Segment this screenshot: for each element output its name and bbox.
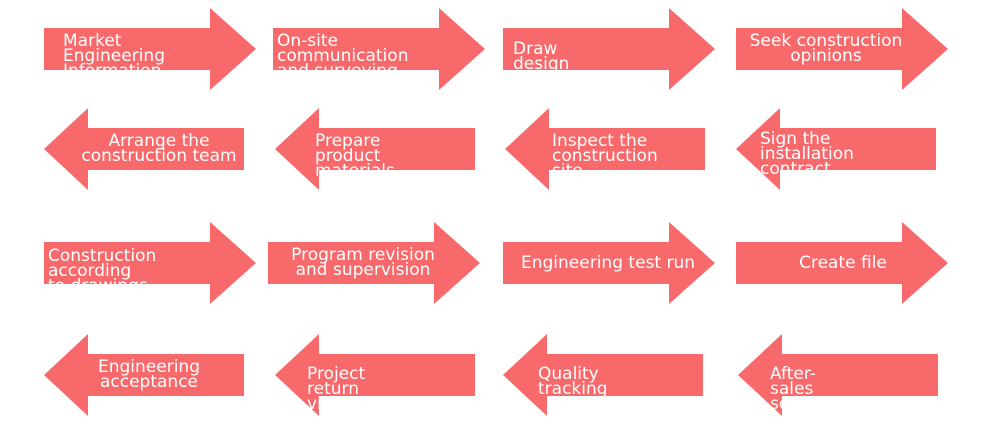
step-label: Prepare product materials <box>315 131 395 181</box>
arrow-left-shape <box>503 334 703 416</box>
arrow-left-shape-polygon <box>44 108 244 190</box>
step-label: Arrange the construction team <box>81 131 237 166</box>
arrow-right-shape <box>736 222 948 304</box>
step-label: On-site communication and surveying <box>277 31 409 81</box>
arrow-left-shape <box>738 334 938 416</box>
arrow-left-shape-polygon <box>736 108 936 190</box>
step-label: Engineering acceptance <box>98 357 200 392</box>
arrow-right-shape <box>268 222 480 304</box>
step-label: After-sales service <box>770 364 831 414</box>
arrow-left-shape-polygon <box>505 108 705 190</box>
arrow-right-shape-polygon <box>503 222 715 304</box>
arrow-left-shape <box>44 108 244 190</box>
arrow-left-shape <box>736 108 936 190</box>
arrow-right-shape-polygon <box>44 222 256 304</box>
arrow-left-shape-polygon <box>503 334 703 416</box>
step-label: Market Engineering Information <box>63 31 165 81</box>
step-label: Project return visit <box>307 364 366 414</box>
step-label: Engineering test run <box>521 253 695 273</box>
arrow-left-shape <box>275 334 475 416</box>
step-label: Inspect the construction site <box>552 131 658 181</box>
arrow-right-shape <box>44 8 256 90</box>
step-label: Sign the installation contract <box>760 129 854 179</box>
arrow-right-shape <box>736 8 948 90</box>
arrow-right-shape <box>503 222 715 304</box>
arrow-right-shape-polygon <box>503 8 715 90</box>
arrow-right-shape <box>503 8 715 90</box>
step-label: Seek construction opinions <box>749 31 903 66</box>
step-label: Program revision and supervision <box>291 245 435 280</box>
arrow-right-shape-polygon <box>736 222 948 304</box>
arrow-left-shape <box>44 334 244 416</box>
arrow-left-shape-polygon <box>738 334 938 416</box>
step-label: Quality tracking <box>538 364 608 399</box>
arrow-right-shape-polygon <box>273 8 485 90</box>
arrow-left-shape <box>275 108 475 190</box>
arrow-left-shape <box>505 108 705 190</box>
arrow-right-shape <box>44 222 256 304</box>
arrow-right-shape-polygon <box>268 222 480 304</box>
step-label: Create file <box>799 253 887 273</box>
arrow-right-shape-polygon <box>736 8 948 90</box>
arrow-left-shape-polygon <box>44 334 244 416</box>
step-label: Draw design drawings <box>513 39 591 89</box>
arrow-right-shape-polygon <box>44 8 256 90</box>
arrow-left-shape-polygon <box>275 108 475 190</box>
arrow-right-shape <box>273 8 485 90</box>
arrow-left-shape-polygon <box>275 334 475 416</box>
step-label: Construction according to drawings <box>48 246 157 296</box>
